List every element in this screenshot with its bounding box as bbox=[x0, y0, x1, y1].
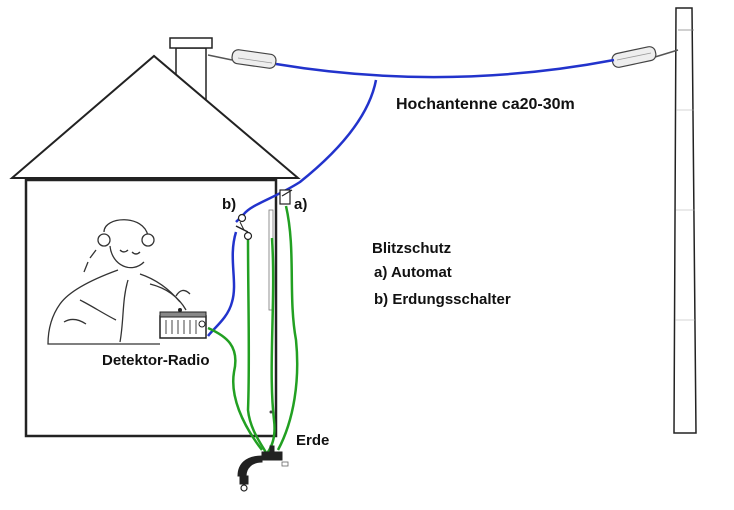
water-tap-icon bbox=[237, 445, 289, 492]
lightning-arrester bbox=[279, 189, 293, 205]
earth-wire bbox=[207, 205, 299, 457]
detector-radio bbox=[159, 308, 207, 339]
lightning-item-b: b) Erdungsschalter bbox=[374, 291, 511, 308]
earth-label: Erde bbox=[296, 432, 329, 449]
radio-label: Detektor-Radio bbox=[102, 352, 210, 369]
antenna-wire bbox=[207, 58, 615, 337]
lightning-protection-title: Blitzschutz bbox=[372, 240, 451, 257]
insulator-right bbox=[611, 46, 679, 68]
antenna-label: Hochantenne ca20-30m bbox=[396, 96, 575, 113]
insulator-left bbox=[207, 49, 277, 69]
person-with-headphones bbox=[47, 219, 191, 345]
earthing-switch bbox=[235, 213, 253, 241]
antenna-pole bbox=[673, 7, 697, 434]
house-roof bbox=[9, 54, 301, 179]
marker-a: a) bbox=[294, 196, 307, 213]
lightning-item-a: a) Automat bbox=[374, 264, 452, 281]
marker-b: b) bbox=[222, 196, 236, 213]
